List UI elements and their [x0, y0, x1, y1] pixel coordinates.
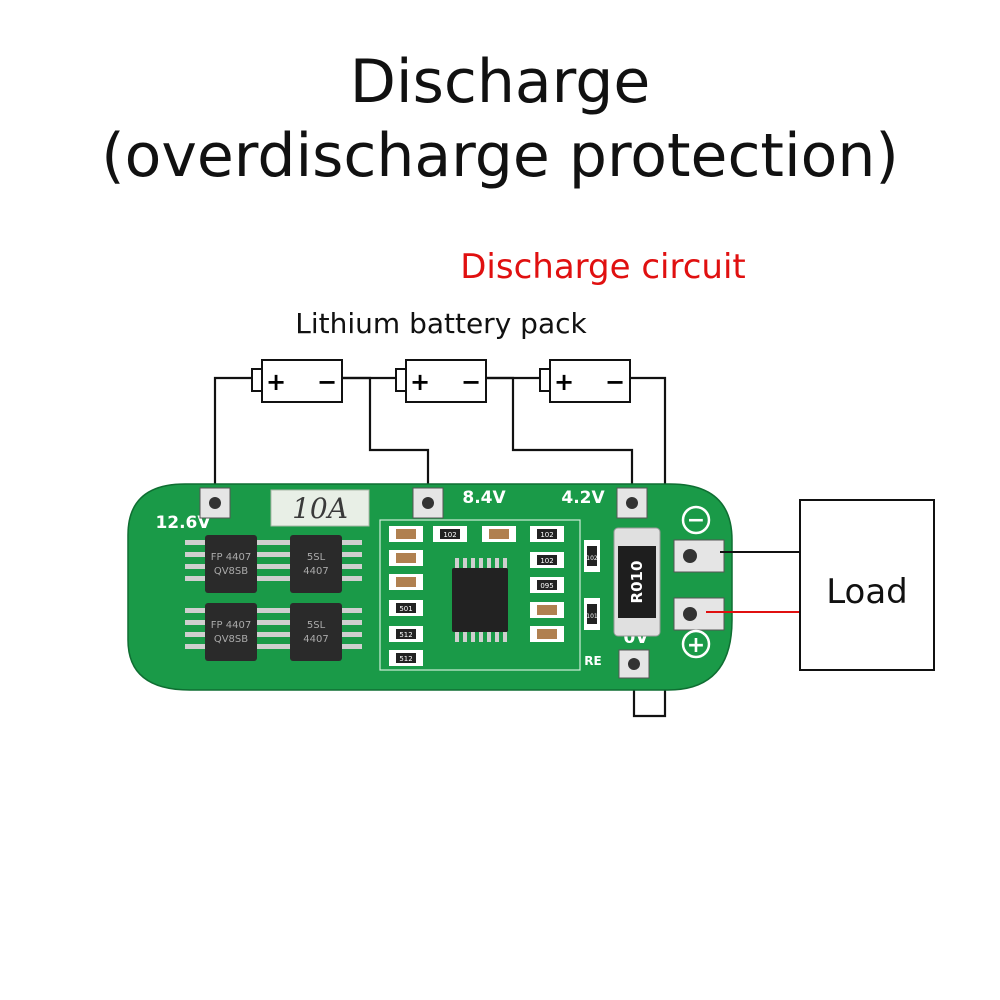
- battery-cell-3: + −: [539, 359, 631, 403]
- mosfet-2-mark-a: 5SL: [307, 552, 326, 563]
- controller-ic: [452, 558, 508, 642]
- smd-column-right: [530, 552, 564, 642]
- smd-102b-label: 102: [540, 531, 553, 539]
- smd-vertical: [584, 540, 600, 630]
- title-line-1: Discharge: [349, 47, 651, 117]
- mosfet-4-mark-a: 5SL: [307, 620, 326, 631]
- pad-8v4: [412, 487, 444, 519]
- smd-501-label: 501: [399, 605, 412, 613]
- smd-102d-label: 102: [586, 555, 598, 562]
- cell-1-minus-label: −: [317, 368, 337, 396]
- smd-102a-label: 102: [443, 531, 456, 539]
- title-line-2: (overdischarge protection): [101, 121, 899, 191]
- pad-12v6: [199, 487, 231, 519]
- smd-512a-label: 512: [399, 631, 412, 639]
- discharge-circuit-label: Discharge circuit: [460, 247, 746, 287]
- minus-symbol: −: [687, 508, 705, 533]
- shunt-resistor: [613, 527, 661, 637]
- cell-3-minus-label: −: [605, 368, 625, 396]
- mosfet-1-mark-b: QV8SB: [214, 566, 248, 577]
- mosfet-4: 5SL 4407: [270, 603, 362, 661]
- cell-3-plus-label: +: [554, 368, 574, 396]
- label-12v6: 12.6V: [155, 513, 211, 533]
- load-box: [799, 499, 935, 671]
- mosfet-3-mark-b: QV8SB: [214, 634, 248, 645]
- shunt-label: R010: [628, 561, 646, 604]
- pad-0v: [618, 649, 650, 679]
- pad-output-minus: [673, 539, 725, 573]
- load-label: Load: [826, 572, 908, 612]
- plus-symbol: +: [687, 633, 705, 658]
- rating-label: 10A: [292, 492, 348, 525]
- smd-column-left: [389, 526, 423, 666]
- mosfet-4-mark-b: 4407: [303, 634, 328, 645]
- rating-box: [270, 489, 370, 527]
- cell-2-minus-label: −: [461, 368, 481, 396]
- mosfet-1: FP 4407 QV8SB: [185, 535, 277, 593]
- cell-1-plus-label: +: [266, 368, 286, 396]
- smd-512b-label: 512: [399, 655, 412, 663]
- smd-102c-label: 102: [540, 557, 553, 565]
- battery-cell-1: + −: [251, 359, 343, 403]
- mosfet-3: FP 4407 QV8SB: [185, 603, 277, 661]
- pad-output-plus: [673, 597, 725, 631]
- plus-symbol-ring: [681, 629, 711, 659]
- mosfet-2-mark-b: 4407: [303, 566, 328, 577]
- pack-wires: [213, 376, 667, 718]
- bms-board: 10A 12.6V 8.4V 4.2V 0V RE: [127, 483, 733, 691]
- wire-cell1-plus: [213, 376, 252, 498]
- mosfet-3-mark-a: FP 4407: [211, 620, 251, 631]
- smd-095-label: 095: [540, 582, 553, 590]
- battery-cell-2: + −: [395, 359, 487, 403]
- battery-pack-label: Lithium battery pack: [295, 307, 587, 340]
- mosfet-2: 5SL 4407: [270, 535, 362, 593]
- pad-4v2: [616, 487, 648, 519]
- label-re: RE: [584, 654, 601, 668]
- cell-2-plus-label: +: [410, 368, 430, 396]
- mosfet-1-mark-a: FP 4407: [211, 552, 251, 563]
- wire-cell3-minus-to-0v: [630, 376, 667, 718]
- minus-symbol-ring: [681, 505, 711, 535]
- control-section-outline: [379, 519, 581, 671]
- label-8v4: 8.4V: [462, 488, 506, 508]
- smd-101-label: 101: [586, 613, 598, 620]
- smd-row-top: [433, 526, 564, 542]
- label-4v2: 4.2V: [561, 488, 605, 508]
